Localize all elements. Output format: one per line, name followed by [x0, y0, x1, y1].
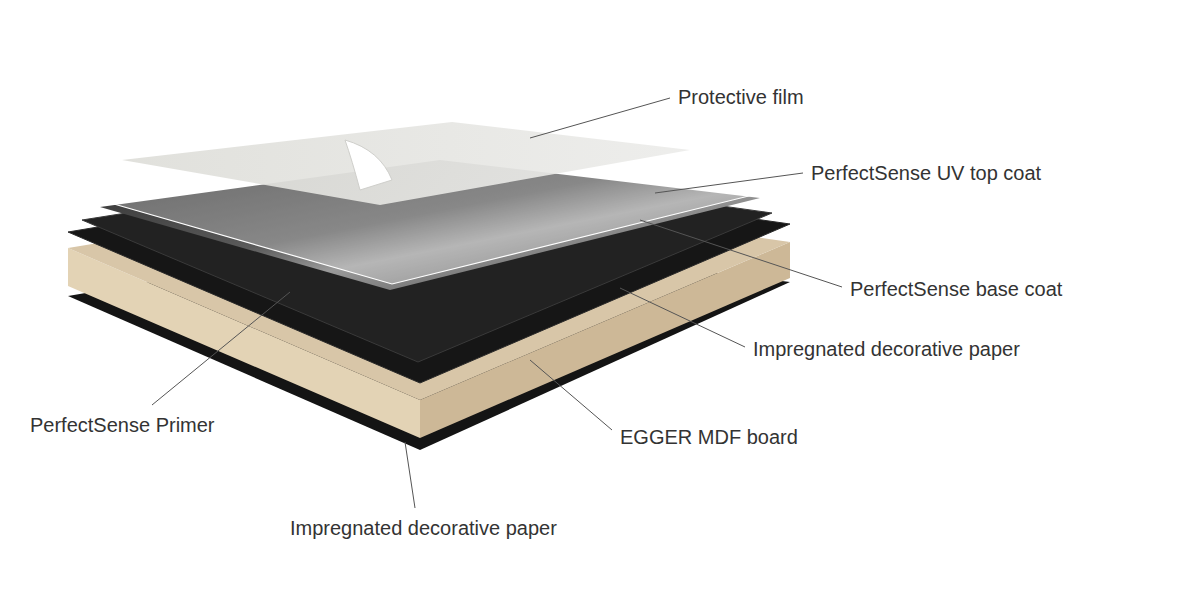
- part-label: EGGER MDF board: [620, 425, 798, 449]
- part-label: PerfectSense UV top coat: [811, 161, 1041, 185]
- leader-line: [640, 220, 842, 287]
- leader-line: [530, 98, 670, 138]
- part-label: Impregnated decorative paper: [290, 516, 557, 540]
- part-label: PerfectSense base coat: [850, 277, 1062, 301]
- leader-line: [530, 360, 612, 430]
- protective-film: [122, 122, 690, 205]
- leader-line: [152, 292, 290, 405]
- leader-line: [655, 173, 803, 193]
- film-peel: [345, 140, 392, 190]
- part-label: Protective film: [678, 85, 804, 109]
- leader-line: [620, 288, 745, 347]
- part-label: PerfectSense Primer: [30, 413, 215, 437]
- leader-line: [405, 442, 415, 508]
- part-label: Impregnated decorative paper: [753, 337, 1020, 361]
